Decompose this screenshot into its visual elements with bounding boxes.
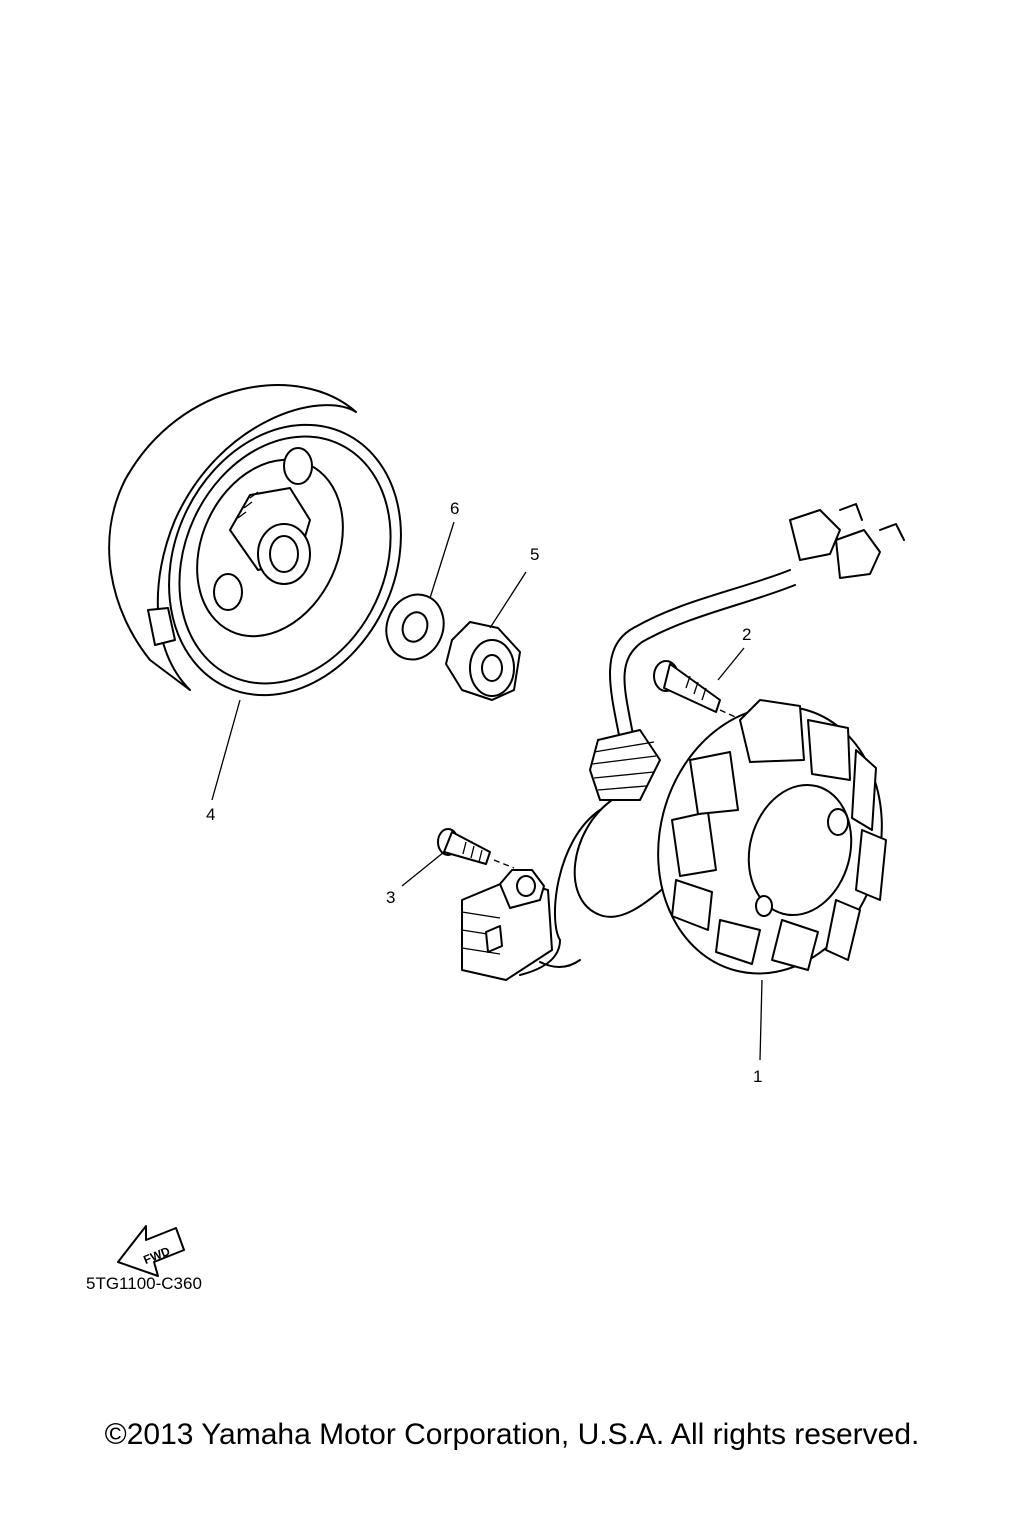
callout-1: 1 — [753, 1067, 762, 1086]
flywheel-rotor — [108, 384, 402, 697]
forward-arrow-icon: FWD — [117, 1225, 185, 1277]
leader-lines — [211, 521, 763, 1061]
callout-2: 2 — [742, 625, 751, 644]
callout-6: 6 — [450, 499, 459, 518]
leader-line-1 — [759, 979, 763, 1061]
leader-line-6 — [429, 521, 455, 599]
nut — [445, 621, 521, 701]
stator-assembly — [519, 503, 905, 976]
copyright-notice: ©2013 Yamaha Motor Corporation, U.S.A. A… — [104, 1418, 920, 1451]
pickup-coil — [461, 869, 581, 981]
pickup-screw — [437, 828, 515, 869]
callout-5: 5 — [530, 545, 539, 564]
callout-3: 3 — [386, 888, 395, 907]
leader-line-4 — [211, 699, 241, 801]
washer — [385, 593, 445, 661]
leader-line-3 — [401, 851, 445, 887]
callout-4: 4 — [206, 805, 215, 824]
diagram-part-code: 5TG1100-C360 — [86, 1274, 202, 1293]
leader-line-2 — [717, 647, 745, 681]
leader-line-5 — [489, 571, 527, 629]
